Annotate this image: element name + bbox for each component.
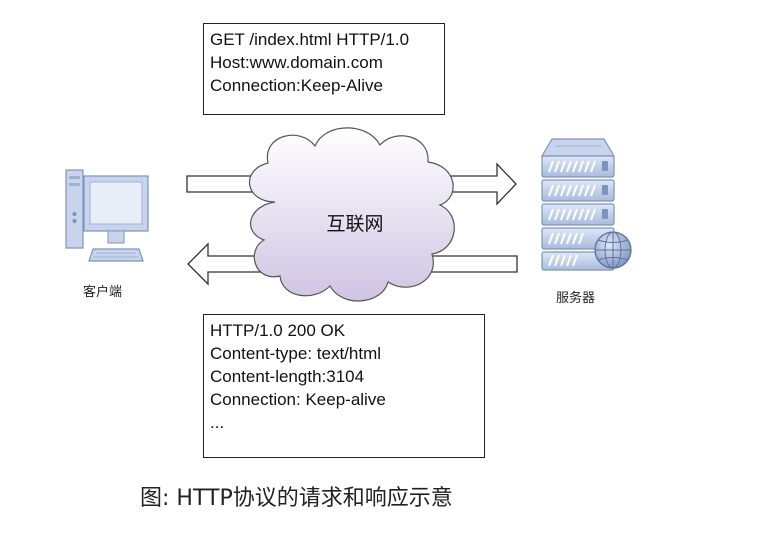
response-header-content-type: Content-type: text/html	[210, 344, 382, 363]
response-header-content-length: Content-length:3104	[210, 367, 365, 386]
response-ellipsis: ...	[210, 413, 225, 432]
figure-caption: 图: HTTP协议的请求和响应示意	[140, 486, 453, 511]
http-response-box: HTTP/1.0 200 OK Content-type: text/html …	[203, 314, 485, 458]
request-line: GET /index.html HTTP/1.0	[210, 30, 410, 49]
request-header-connection: Connection:Keep-Alive	[210, 76, 383, 95]
server-label: 服务器	[556, 291, 596, 306]
internet-label: 互联网	[326, 213, 384, 235]
response-header-connection: Connection: Keep-alive	[210, 390, 386, 409]
http-request-box: GET /index.html HTTP/1.0 Host:www.domain…	[203, 23, 445, 115]
server-rack-globe-icon	[540, 138, 632, 271]
response-status-line: HTTP/1.0 200 OK	[210, 321, 346, 340]
desktop-computer-icon	[65, 169, 149, 262]
request-header-host: Host:www.domain.com	[210, 53, 383, 72]
client-label: 客户端	[83, 285, 123, 300]
internet-cloud-icon	[249, 127, 455, 302]
